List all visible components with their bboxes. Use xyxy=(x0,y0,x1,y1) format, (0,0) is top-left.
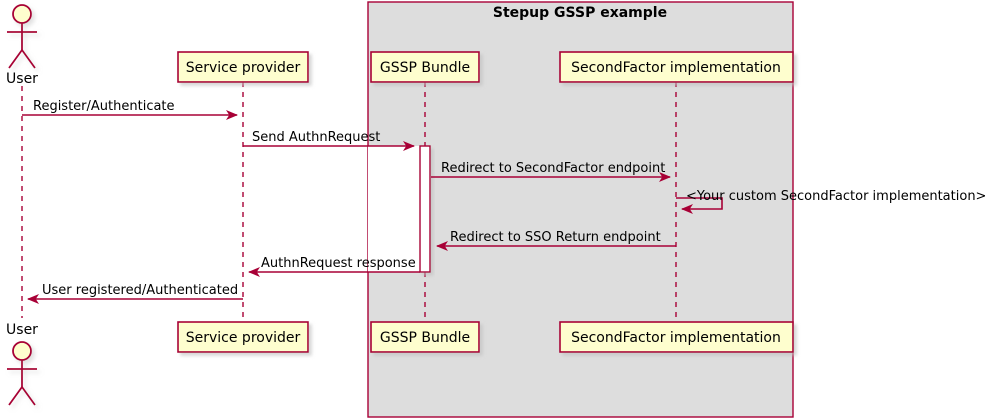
participant-service-provider-bottom[interactable]: Service provider xyxy=(177,321,309,353)
self-message-arrow xyxy=(676,197,723,214)
message-user-registered-authenticated: User registered/Authenticated xyxy=(27,283,243,304)
participant-label: Service provider xyxy=(186,60,301,76)
message-label: Redirect to SSO Return endpoint xyxy=(450,230,661,245)
participant-secondfactor-implementation-bottom[interactable]: SecondFactor implementation xyxy=(559,321,794,353)
message-authnrequest-response: AuthnRequest response xyxy=(248,256,420,277)
participant-label: GSSP Bundle xyxy=(380,60,470,76)
actor-left-leg-icon xyxy=(8,49,23,69)
participant-box[interactable] xyxy=(559,51,794,83)
actor-label-bottom: User xyxy=(6,322,38,338)
participant-label: SecondFactor implementation xyxy=(571,60,781,76)
message-underlay xyxy=(368,146,420,272)
message-redirect-to-secondfactor-endpoint: Redirect to SecondFactor endpoint xyxy=(431,161,671,182)
participant-service-provider-top[interactable]: Service provider xyxy=(177,51,309,83)
message-label: <Your custom SecondFactor implementation… xyxy=(686,189,986,204)
participant-gssp-bundle-bottom[interactable]: GSSP Bundle xyxy=(370,321,480,353)
participant-label: GSSP Bundle xyxy=(380,330,470,346)
participant-label: Service provider xyxy=(186,330,301,346)
message-register-authenticate: Register/Authenticate xyxy=(22,99,238,120)
participant-box[interactable] xyxy=(370,321,480,353)
message-custom-secondfactor-implementation: <Your custom SecondFactor implementation… xyxy=(676,189,986,214)
message-redirect-to-sso-return-endpoint: Redirect to SSO Return endpoint xyxy=(436,230,676,251)
participant-gssp-bundle-top[interactable]: GSSP Bundle xyxy=(370,51,480,83)
activation-gssp-bundle xyxy=(419,145,431,273)
actor-right-leg-icon xyxy=(21,49,36,69)
message-send-authnrequest: Send AuthnRequest xyxy=(243,130,415,151)
participant-box[interactable] xyxy=(559,321,794,353)
message-label: AuthnRequest response xyxy=(261,256,416,271)
actor-right-leg-icon xyxy=(21,386,36,406)
actor-user-top[interactable] xyxy=(7,4,37,69)
message-label: User registered/Authenticated xyxy=(42,283,238,298)
participant-box[interactable] xyxy=(177,321,309,353)
message-label: Register/Authenticate xyxy=(33,99,175,114)
participant-box[interactable] xyxy=(177,51,309,83)
message-label: Redirect to SecondFactor endpoint xyxy=(441,161,665,176)
activation-bar xyxy=(419,145,431,273)
participant-label: SecondFactor implementation xyxy=(571,330,781,346)
actor-user-bottom[interactable] xyxy=(7,341,37,406)
actor-head-icon xyxy=(12,4,32,24)
actor-label-top: User xyxy=(6,71,38,87)
participant-secondfactor-implementation-top[interactable]: SecondFactor implementation xyxy=(559,51,794,83)
participant-box[interactable] xyxy=(370,51,480,83)
actor-head-icon xyxy=(12,341,32,361)
message-label: Send AuthnRequest xyxy=(252,130,380,145)
group-title: Stepup GSSP example xyxy=(493,5,667,21)
actor-left-leg-icon xyxy=(8,386,23,406)
